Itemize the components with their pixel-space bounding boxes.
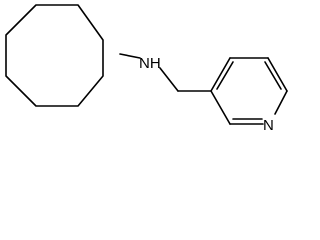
bond-ring-to-amine bbox=[119, 53, 141, 59]
pyridine-bond-c3-c4-inner bbox=[216, 61, 234, 90]
pyridine-bond-c6-n1 bbox=[274, 90, 288, 115]
pyridine-bond-c5-c6-inner bbox=[264, 61, 282, 90]
cyclooctane-ring bbox=[5, 4, 104, 107]
pyridine-bond-c2-c3 bbox=[210, 90, 231, 125]
pyridine-bond-c3-c4 bbox=[210, 57, 231, 92]
pyridine-nitrogen-label: N bbox=[263, 117, 274, 133]
molecule-structure-diagram: NH N bbox=[5, 4, 288, 133]
bond-amine-to-methylene bbox=[159, 67, 179, 92]
pyridine-ring bbox=[210, 57, 288, 125]
pyridine-bond-c5-c6 bbox=[267, 57, 288, 92]
amine-label: NH bbox=[139, 55, 161, 72]
